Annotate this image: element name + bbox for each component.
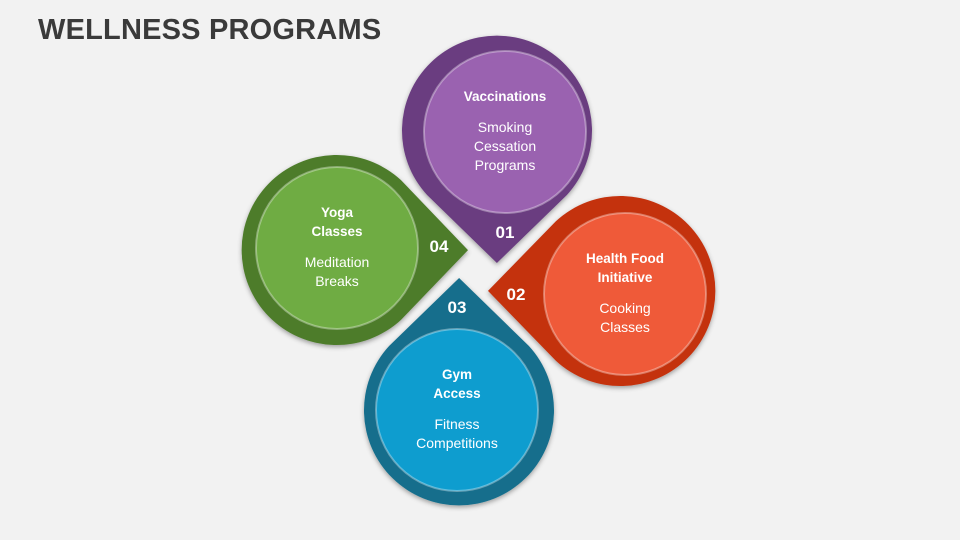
petal-02-inner-circle [543,212,707,376]
petal-03-title-line: Access [433,386,480,401]
petal-04-title-line: Classes [311,224,362,239]
petal-02-title-line: Initiative [598,270,653,285]
petal-03-inner-circle [375,328,539,492]
page-title: WELLNESS PROGRAMS [38,14,382,46]
petal-01-sub-line: Programs [475,157,536,173]
petal-04-sub-line: Breaks [315,273,359,289]
petal-03-title-line: Gym [442,367,472,382]
petal-04-sub-line: Meditation [305,254,370,270]
petal-01-inner-circle [423,50,587,214]
petal-03-sub-line: Competitions [416,435,498,451]
petal-01-title: Vaccinations [464,89,547,104]
petal-04-title-line: Yoga [321,205,353,220]
petal-01-sub-line: Cessation [474,138,536,154]
petal-02-number: 02 [507,285,526,304]
petal-01-sub-line: Smoking [478,119,532,135]
petal-02-title-line: Health Food [586,251,664,266]
petal-04-inner-circle [255,166,419,330]
petal-01-number: 01 [496,223,515,242]
petal-04-number: 04 [430,237,449,256]
petal-02-sub-line: Cooking [599,300,650,316]
petal-03-number: 03 [448,298,467,317]
petal-02-sub-line: Classes [600,319,650,335]
petal-03-sub-line: Fitness [434,416,479,432]
petal-01-title-line: Vaccinations [464,89,547,104]
